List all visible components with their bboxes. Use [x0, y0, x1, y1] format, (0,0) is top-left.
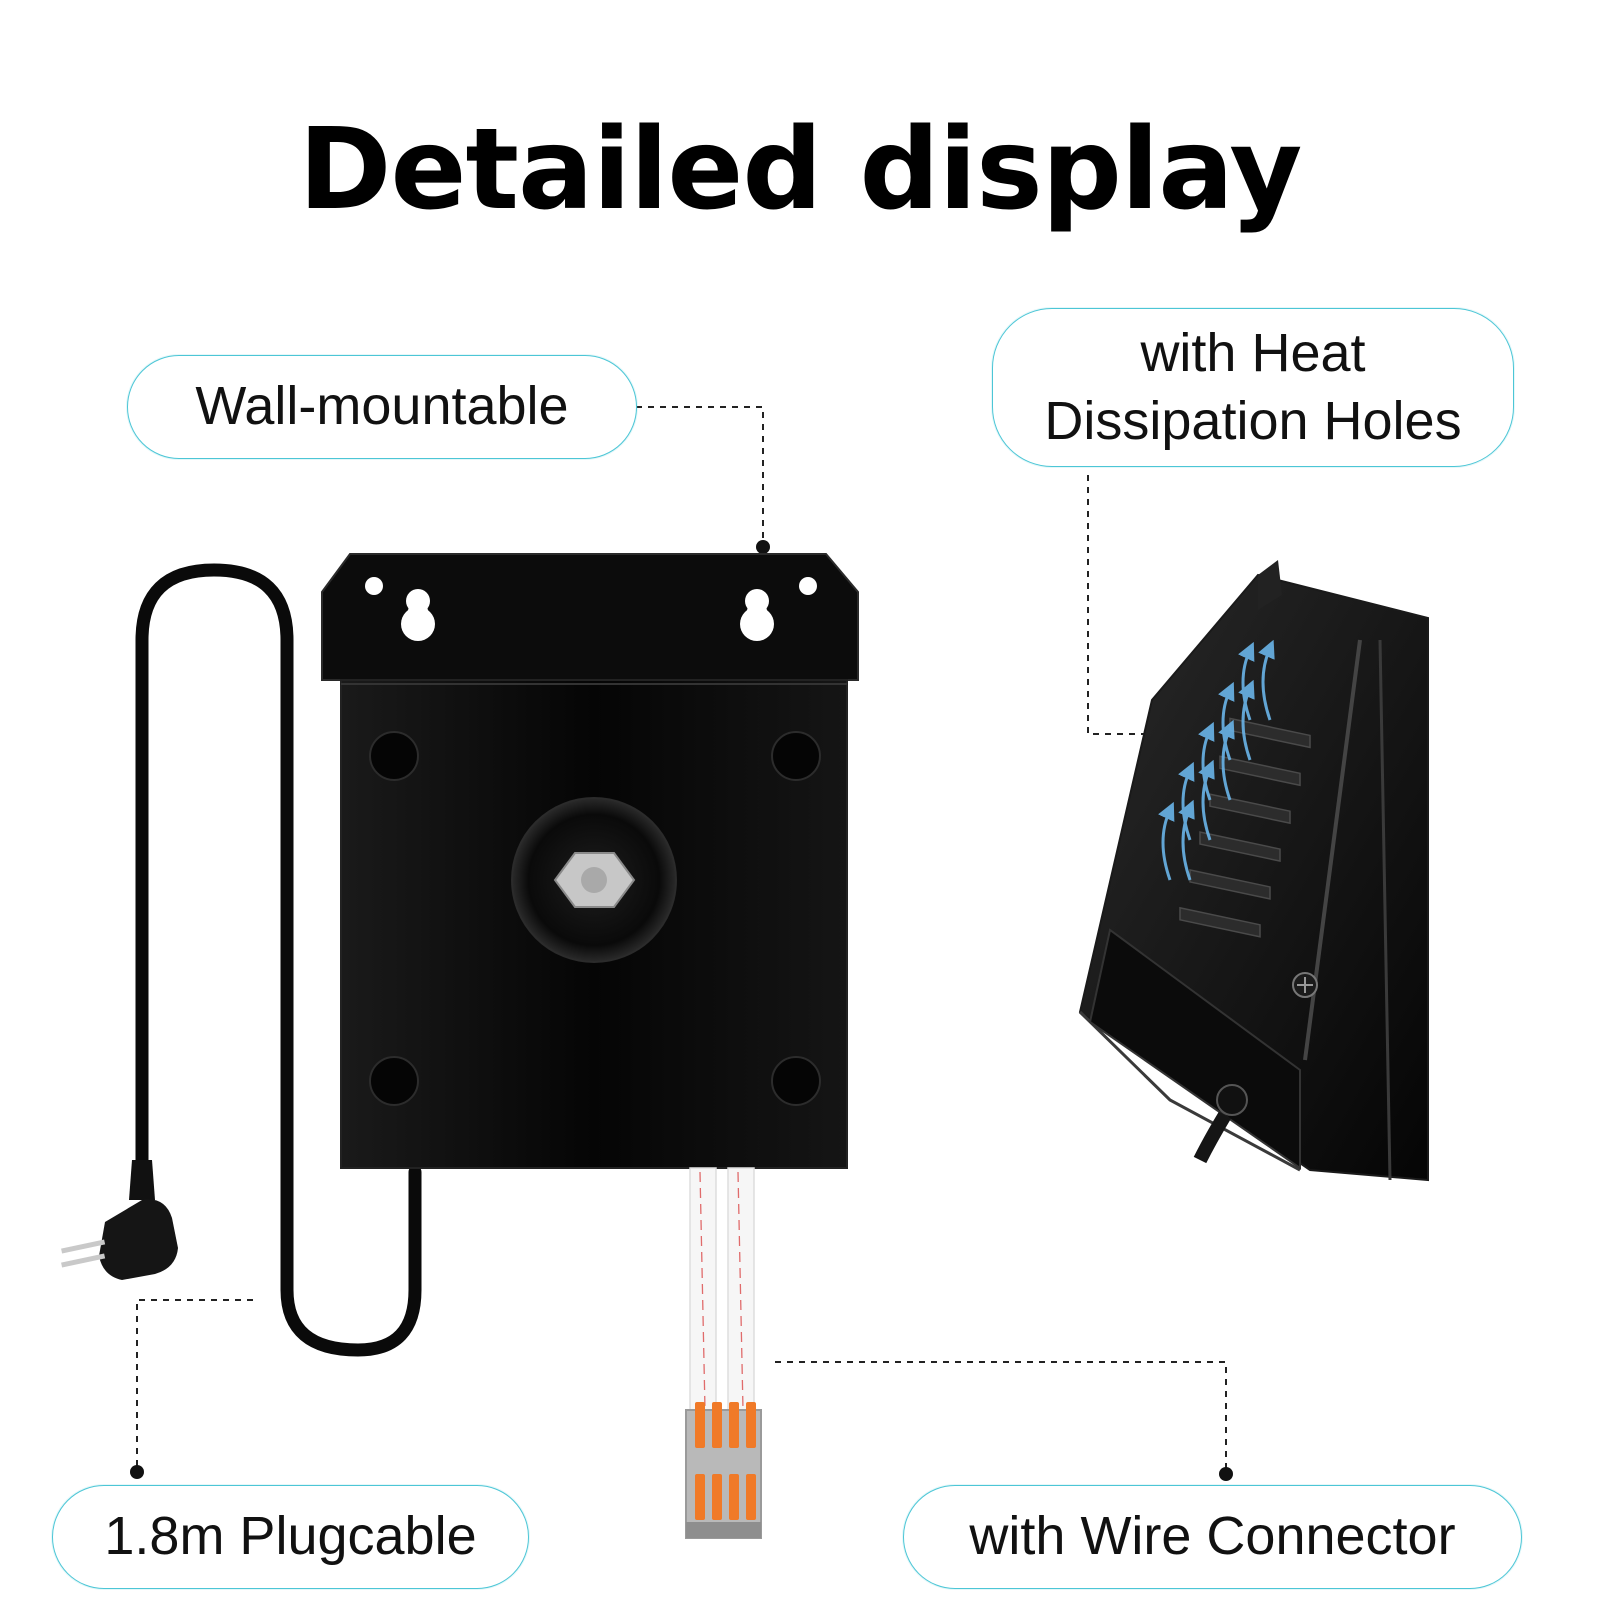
- heat-line2-text: Dissipation Holes: [1044, 390, 1462, 451]
- transformer-side: [1078, 560, 1429, 1182]
- leader-heat: [1087, 475, 1184, 735]
- keyhole-icon: [365, 577, 817, 641]
- rubber-feet: [369, 731, 821, 1106]
- plug-cable-text: 1.8m Plugcable: [104, 1506, 477, 1567]
- plug-cable-label: 1.8m Plugcable: [52, 1485, 529, 1589]
- wire-connector-label: with Wire Connector: [903, 1485, 1522, 1589]
- transformer-front: [321, 553, 859, 1539]
- page-title: Detailed display: [298, 105, 1303, 235]
- vent-slots: [1179, 717, 1311, 938]
- airflow-arrows-icon: [1158, 639, 1275, 881]
- leader-wall: [636, 406, 764, 545]
- leader-connector: [775, 1361, 1227, 1472]
- heat-line1-text: with Heat: [1140, 323, 1366, 383]
- power-cord: [135, 563, 422, 1357]
- plug-icon: [61, 1160, 178, 1280]
- leader-lines: [136, 406, 1227, 1472]
- heat-dissipation-label: with Heat Dissipation Holes: [992, 308, 1514, 467]
- wire-connector-text: with Wire Connector: [969, 1506, 1456, 1567]
- wall-mountable-text: Wall-mountable: [195, 376, 569, 437]
- wall-mountable-label: Wall-mountable: [127, 355, 637, 459]
- leader-cable: [136, 1299, 253, 1470]
- wire-connector-icon: [685, 1402, 762, 1539]
